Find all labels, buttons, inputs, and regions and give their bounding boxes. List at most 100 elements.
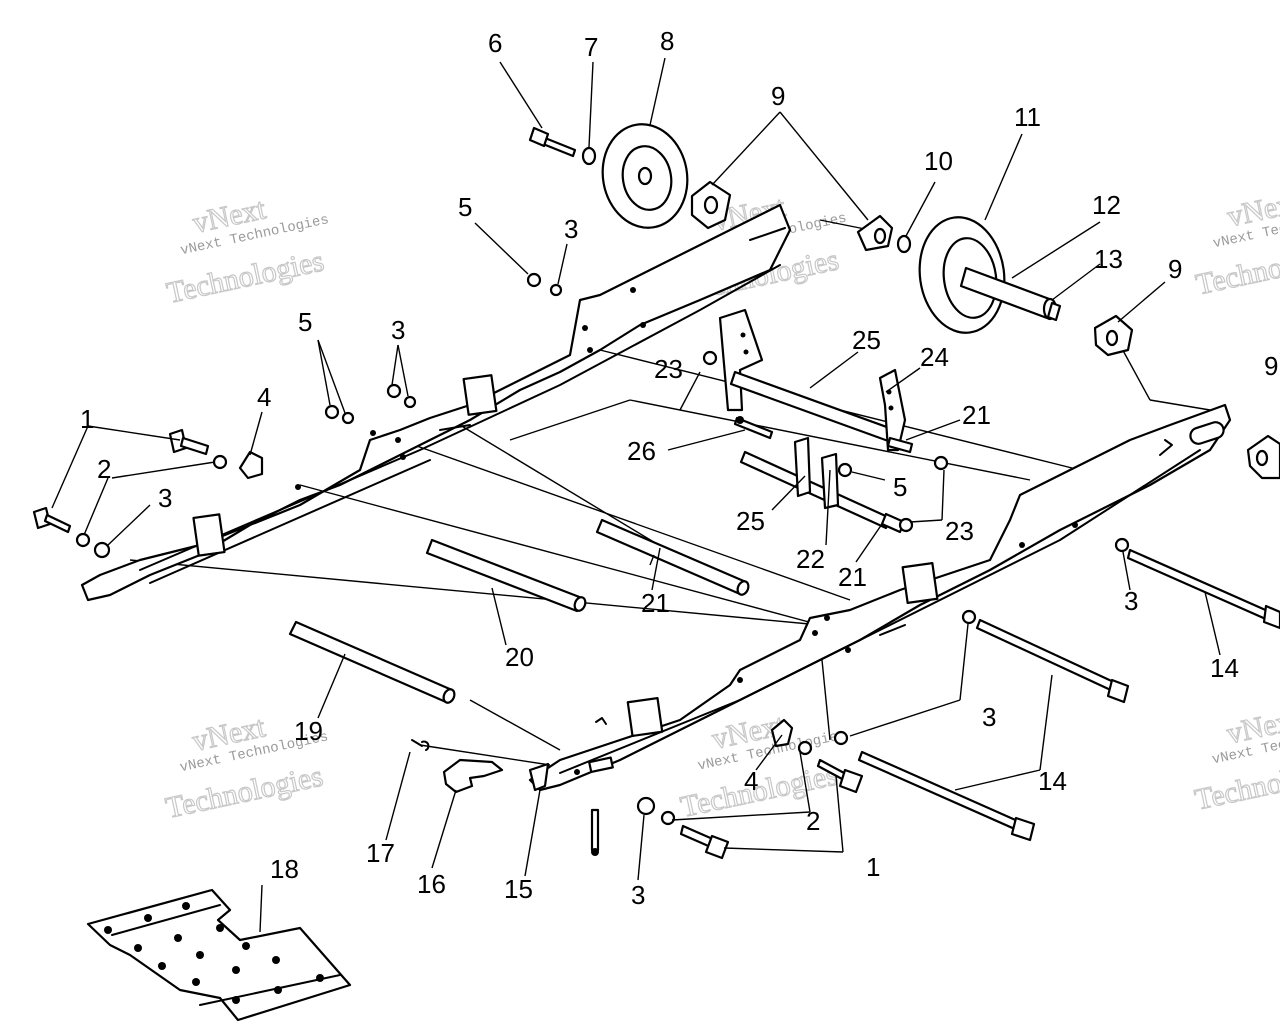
washer-10 xyxy=(896,234,912,254)
callout-19: 19 xyxy=(294,716,323,746)
washer-3-bottom xyxy=(636,796,656,816)
callout-12: 12 xyxy=(1092,190,1121,220)
callout-2-left: 2 xyxy=(97,454,111,484)
right-rail xyxy=(528,403,1232,792)
washer-3-lower-left xyxy=(93,541,111,559)
nut-5-mid xyxy=(386,383,402,399)
washer-23-lower xyxy=(898,517,914,533)
axle-12 xyxy=(959,266,1062,322)
callout-9-top: 9 xyxy=(771,81,785,111)
callout-21-upper: 21 xyxy=(962,400,991,430)
callout-4-left: 4 xyxy=(257,382,271,412)
callout-8: 8 xyxy=(660,26,674,56)
washer-2-upper xyxy=(212,454,228,470)
callout-11: 11 xyxy=(1014,102,1041,132)
callout-3-front: 3 xyxy=(982,702,996,732)
upper-suspension xyxy=(718,308,914,534)
callout-21-lower: 21 xyxy=(641,588,670,618)
callout-labels: 1 1 2 2 3 3 3 3 3 3 4 4 5 5 5 6 7 8 9 9 … xyxy=(80,26,1278,910)
callout-15: 15 xyxy=(504,874,533,904)
washer-2-right xyxy=(797,740,813,756)
hook-16 xyxy=(442,758,504,794)
callout-9-right: 9 xyxy=(1168,254,1182,284)
callout-17: 17 xyxy=(366,838,395,868)
block-9-center xyxy=(856,214,894,252)
callout-5-top: 5 xyxy=(458,192,472,222)
bolt-1-lower xyxy=(32,506,72,534)
nut-5-left xyxy=(324,404,340,420)
callout-1-front: 1 xyxy=(866,852,880,882)
nut-5-center xyxy=(837,462,853,478)
callout-2-front: 2 xyxy=(806,806,820,836)
track-18 xyxy=(86,888,352,1022)
track-cleats xyxy=(104,902,324,1004)
clip-top-15 xyxy=(595,717,607,725)
callout-16: 16 xyxy=(417,869,446,899)
block-9-left xyxy=(690,180,732,230)
callout-3-right: 3 xyxy=(1124,586,1138,616)
washer-3-front xyxy=(833,730,849,746)
cross-shafts xyxy=(288,518,750,704)
callout-21-center: 21 xyxy=(838,562,867,592)
callout-9-far-right: 9 xyxy=(1264,351,1278,381)
callout-14-front: 14 xyxy=(1038,766,1067,796)
callout-13: 13 xyxy=(1094,244,1123,274)
callout-3-bottom: 3 xyxy=(631,880,645,910)
wheel-8 xyxy=(601,123,689,229)
callout-6: 6 xyxy=(488,28,502,58)
callout-3-mid-left: 3 xyxy=(391,315,405,345)
callout-23-upper: 23 xyxy=(654,354,683,384)
washer-2-front xyxy=(660,810,676,826)
end-cap-15 xyxy=(528,762,550,792)
callout-14-right: 14 xyxy=(1210,653,1239,683)
watermark-right-bottom: vNext vNext Technologies Technologies xyxy=(1191,702,1280,817)
left-rail xyxy=(80,203,792,602)
washer-3-mid xyxy=(403,395,417,409)
bolt-26 xyxy=(733,416,774,440)
wheel-11 xyxy=(918,216,1006,334)
callout-25-upper: 25 xyxy=(852,325,881,355)
washer-3-right xyxy=(1114,537,1130,553)
shaft-20 xyxy=(425,538,587,613)
bolt-14-lower xyxy=(857,750,1036,842)
lower-arm-22 xyxy=(739,436,906,534)
nut-3-front xyxy=(961,609,977,625)
bolt-1-front-left xyxy=(679,824,730,860)
callout-22: 22 xyxy=(796,544,825,574)
callout-4-front: 4 xyxy=(744,766,758,796)
bracket-24-right xyxy=(878,368,907,452)
watermark-right-top: vNext vNext Technologies Technologies xyxy=(1192,185,1280,302)
callout-25-lower: 25 xyxy=(736,506,765,536)
top-hardware xyxy=(528,123,1280,480)
callout-5-center: 5 xyxy=(893,472,907,502)
block-9-far-right xyxy=(1246,434,1280,480)
bolt-14-upper xyxy=(1126,548,1280,630)
washer-2-lower xyxy=(75,532,91,548)
callout-20: 20 xyxy=(505,642,534,672)
watermark-left-top: vNext vNext Technologies Technologies xyxy=(163,192,330,311)
pin-17 xyxy=(411,739,430,751)
leader-lines xyxy=(51,57,1221,933)
callout-26: 26 xyxy=(627,436,656,466)
small-hardware xyxy=(32,272,1280,860)
callout-24: 24 xyxy=(920,342,949,372)
bolt-6 xyxy=(528,126,577,158)
callout-1-left: 1 xyxy=(80,404,94,434)
plate-4-left xyxy=(238,450,264,480)
callout-3-lower-left: 3 xyxy=(158,483,172,513)
bolt-1-front-right xyxy=(816,758,864,794)
nut-5-top xyxy=(526,272,542,288)
washer-23-upper xyxy=(702,350,718,366)
bracket-24-left xyxy=(718,308,764,412)
callout-23-lower: 23 xyxy=(945,516,974,546)
callout-7: 7 xyxy=(584,32,598,62)
block-9-right xyxy=(1093,314,1134,357)
bolt-1-upper xyxy=(168,428,210,456)
shaft-19 xyxy=(288,620,456,704)
washer-23-right xyxy=(933,455,949,471)
callout-18: 18 xyxy=(270,854,299,884)
bolt-bottom-vertical xyxy=(590,808,600,856)
washer-7 xyxy=(581,146,597,166)
bolt-14-middle xyxy=(975,618,1130,704)
